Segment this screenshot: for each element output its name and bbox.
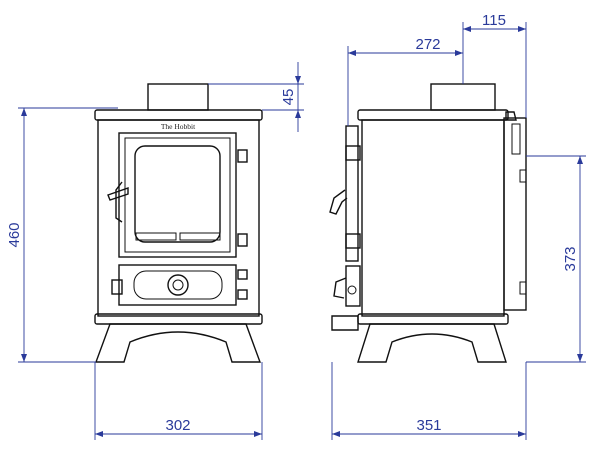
airwash-slot-left — [135, 232, 177, 241]
stove-name-label: The Hobbit — [161, 122, 196, 131]
dim-rear-flue-offset: 115 — [482, 12, 506, 29]
side-hinge-bottom — [345, 233, 361, 249]
dim-flue-height: 45 — [280, 89, 297, 106]
side-door-handle — [329, 189, 348, 215]
side-flue-collar — [430, 83, 496, 111]
dim-rear-outlet-height: 373 — [562, 246, 579, 271]
front-door-inner — [124, 137, 231, 253]
door-handle-grip — [107, 187, 129, 201]
rear-top-lug — [505, 111, 517, 121]
front-body — [97, 119, 260, 317]
side-view — [329, 83, 527, 363]
front-legs — [94, 323, 262, 363]
door-handle — [115, 181, 123, 223]
dim-total-height: 460 — [6, 222, 23, 247]
front-door-glass — [134, 145, 221, 243]
side-top-plate — [357, 109, 509, 121]
dim-front-width: 302 — [165, 417, 190, 434]
side-door-profile — [345, 125, 359, 262]
air-control-centre — [172, 279, 184, 291]
airwash-slot-right — [179, 232, 221, 241]
ash-door-hinge-top — [237, 269, 248, 280]
front-view: The Hobbit — [94, 83, 263, 363]
rear-outlet-plate — [511, 123, 521, 155]
ash-door-panel — [133, 270, 223, 300]
door-hinge-bottom — [237, 233, 248, 247]
dim-side-flue-offset: 272 — [415, 36, 440, 53]
front-flue-collar — [147, 83, 209, 111]
ash-door-hinge-bottom — [237, 289, 248, 300]
rear-heat-shield — [503, 117, 527, 311]
air-control-knob — [167, 274, 189, 296]
side-ash-door — [345, 265, 361, 307]
ash-door-latch — [111, 279, 123, 295]
dim-side-depth: 351 — [416, 417, 441, 434]
front-door-frame — [118, 132, 237, 258]
side-hinge-top — [345, 145, 361, 161]
side-hearth-lip — [331, 315, 359, 331]
side-legs — [357, 323, 507, 363]
front-top-plate — [94, 109, 263, 121]
rear-bracket-bottom — [519, 281, 527, 295]
rear-bracket-top — [519, 169, 527, 183]
dimension-lines: 45 460 302 351 272 115 — [6, 12, 586, 440]
side-ash-latch — [333, 277, 347, 299]
side-air-knob — [347, 285, 357, 295]
door-hinge-top — [237, 149, 248, 163]
ash-door — [118, 264, 237, 306]
side-body — [361, 119, 505, 317]
